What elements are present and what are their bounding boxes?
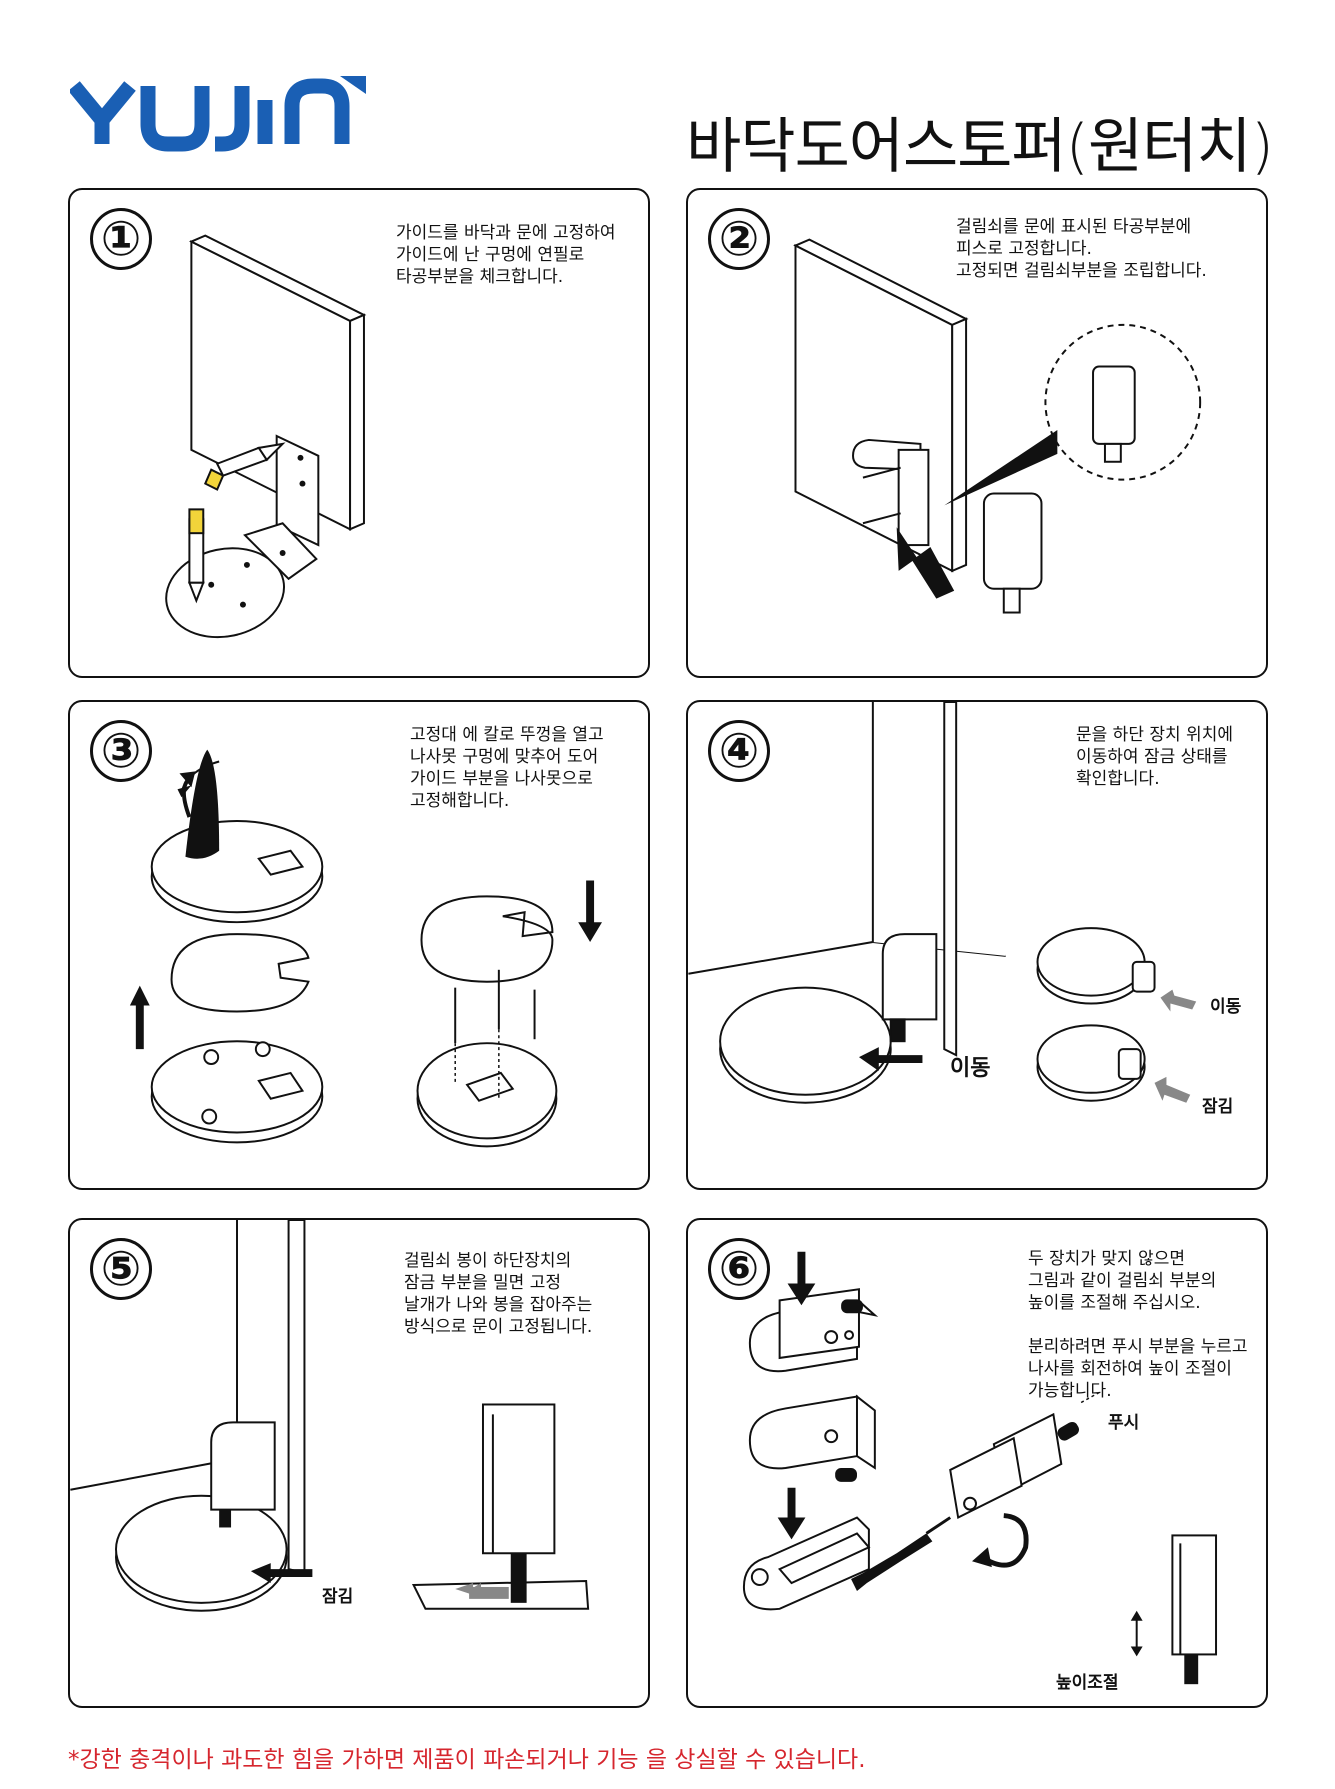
step-1-illustration — [165, 234, 367, 639]
height-adjust-label: 높이조절 — [1056, 1673, 1119, 1693]
step-4-panel: ④ 문을 하단 장치 위치에 이동하여 잠금 상태를 확인합니다. 이동 이동 … — [686, 700, 1268, 1190]
push-label: 푸시 — [1108, 1413, 1140, 1433]
warning-note: *강한 충격이나 과도한 힘을 가하면 제품이 파손되거나 기능 을 상실할 수… — [68, 1747, 866, 1773]
step-6-illustration — [742, 1251, 1218, 1685]
step-number-2: ② — [708, 208, 770, 270]
lock-label-step4: 잠김 — [1202, 1097, 1234, 1117]
step-number-6: ⑥ — [708, 1238, 770, 1300]
step-5-illustration — [70, 1220, 590, 1612]
yujin-logo — [70, 76, 366, 152]
step-number-3: ③ — [90, 720, 152, 782]
step-5-description: 걸림쇠 봉이 하단장치의 잠금 부분을 밀면 고정 날개가 나와 봉을 잡아주는… — [404, 1251, 593, 1337]
step-4-illustration — [688, 702, 1197, 1104]
step-3-panel: ③ 고정대 에 칼로 뚜껑을 열고 나사못 구멍에 맞추어 도어 가이드 부분을… — [68, 700, 650, 1190]
step-1-description: 가이드를 바닥과 문에 고정하여 가이드에 난 구멍에 연필로 타공부분을 체크… — [396, 223, 616, 287]
step-2-illustration — [793, 238, 1202, 614]
move-small-label: 이동 — [1210, 997, 1242, 1017]
step-3-description: 고정대 에 칼로 뚜껑을 열고 나사못 구멍에 맞추어 도어 가이드 부분을 나… — [410, 725, 604, 811]
step-6-description: 두 장치가 맞지 않으면 그림과 같이 걸림쇠 부분의 높이를 조절해 주십시오… — [1028, 1249, 1248, 1401]
step-2-panel: ② 걸림쇠를 문에 표시된 타공부분에 피스로 고정합니다. 고정되면 걸림쇠부… — [686, 188, 1268, 678]
step-number-1: ① — [90, 208, 152, 270]
page-title: 바닥도어스토퍼(원터치) — [686, 112, 1274, 182]
step-number-4: ④ — [708, 720, 770, 782]
step-1-panel: ① 가이드를 바닥과 문에 고정하여 가이드에 난 구멍에 연필로 타공부분을 … — [68, 188, 650, 678]
step-number-5: ⑤ — [90, 1238, 152, 1300]
step-5-panel: ⑤ 걸림쇠 봉이 하단장치의 잠금 부분을 밀면 고정 날개가 나와 봉을 잡아… — [68, 1218, 650, 1708]
step-2-description: 걸림쇠를 문에 표시된 타공부분에 피스로 고정합니다. 고정되면 걸림쇠부분을… — [956, 217, 1207, 281]
step-4-description: 문을 하단 장치 위치에 이동하여 잠금 상태를 확인합니다. — [1076, 725, 1233, 789]
move-label: 이동 — [950, 1056, 991, 1081]
lock-label-step5: 잠김 — [322, 1587, 354, 1607]
step-3-illustration — [129, 749, 602, 1148]
step-6-panel: ⑥ 두 장치가 맞지 않으면 그림과 같이 걸림쇠 부분의 높이를 조절해 주십… — [686, 1218, 1268, 1708]
